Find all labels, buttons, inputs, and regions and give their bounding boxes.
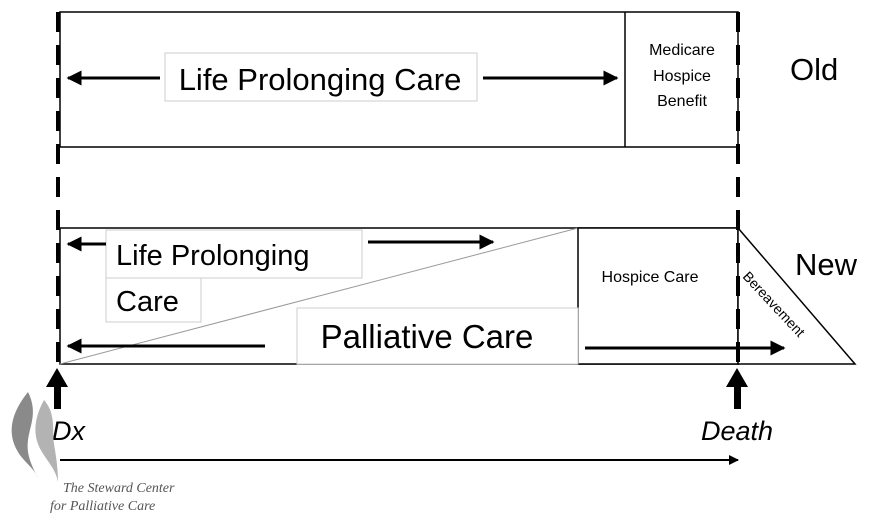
new-label: New [795, 247, 858, 282]
hospice-benefit-line1: Medicare [649, 42, 715, 59]
hospice-care-box [577, 227, 739, 365]
hospice-benefit-line3: Benefit [657, 93, 707, 110]
old-life-prolonging-label-box [164, 52, 478, 102]
logo-line2: for Palliative Care [50, 499, 155, 514]
dx-label: Dx [52, 416, 86, 446]
new-model: Hospice Care Bereavement Life Prolonging… [59, 225, 858, 365]
flame-icon [11, 392, 38, 478]
logo-line1: The Steward Center [63, 481, 175, 496]
new-life-prolonging-line2: Care [116, 286, 179, 318]
care-transition-diagonal [59, 227, 579, 365]
new-life-prolonging-label-box [105, 229, 363, 279]
dx-up-arrow [46, 368, 68, 409]
palliative-label: Palliative Care [321, 318, 534, 355]
flame-icon-inner [35, 400, 58, 482]
new-life-prolonging-label-box-2 [105, 277, 202, 323]
palliative-label-box [296, 307, 579, 365]
old-life-prolonging-label: Life Prolonging Care [179, 62, 462, 97]
death-up-arrow [726, 368, 748, 409]
steward-center-logo: The Steward Center for Palliative Care [11, 392, 175, 514]
hospice-benefit-line2: Hospice [653, 68, 711, 85]
old-model: Life Prolonging Care Medicare Hospice Be… [59, 11, 838, 148]
death-label: Death [701, 416, 773, 446]
new-life-prolonging-line1: Life Prolonging [116, 240, 309, 272]
old-label: Old [790, 52, 838, 87]
hospice-care-label: Hospice Care [602, 269, 699, 286]
